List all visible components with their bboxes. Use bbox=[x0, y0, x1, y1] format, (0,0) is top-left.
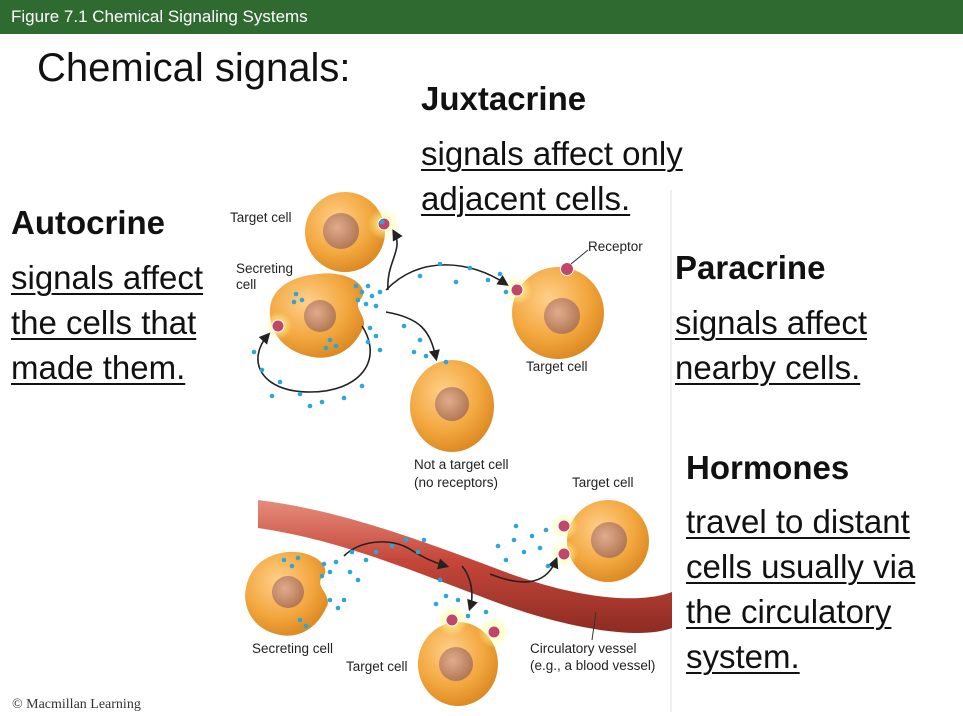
arrow-to-target-hormone bbox=[489, 556, 559, 583]
label-vessel-1: Circulatory vessel bbox=[530, 641, 637, 656]
page-heading: Chemical signals: bbox=[37, 46, 351, 90]
receptor-pointer bbox=[570, 249, 589, 265]
label-vessel-2: (e.g., a blood vessel) bbox=[530, 658, 655, 673]
desc-hormones-line: travel to distant bbox=[686, 503, 910, 540]
desc-hormones-line: system. bbox=[686, 638, 800, 675]
secreting-cell-top bbox=[269, 273, 365, 358]
desc-hormones-line: cells usually via bbox=[686, 548, 916, 585]
desc-hormones-line: the circulatory bbox=[686, 593, 892, 630]
label-target-cell-right: Target cell bbox=[526, 359, 588, 374]
arrow-juxtacrine bbox=[387, 229, 403, 291]
term-autocrine: Autocrine bbox=[11, 204, 166, 241]
desc-autocrine: signals affect the cells that made them. bbox=[11, 255, 203, 390]
figure-title-bar: Figure 7.1 Chemical Signaling Systems bbox=[0, 0, 963, 34]
term-paracrine: Paracrine bbox=[675, 249, 826, 286]
desc-juxtacrine-line: adjacent cells. bbox=[421, 180, 631, 217]
signal-molecules-bottom bbox=[281, 523, 551, 629]
figure-title: Figure 7.1 Chemical Signaling Systems bbox=[11, 7, 308, 26]
label-secreting-cell-bottom: Secreting cell bbox=[252, 641, 333, 656]
target-cell-paracrine bbox=[502, 262, 604, 359]
arrow-to-target-bottom bbox=[461, 565, 478, 612]
receptor-glow-top bbox=[368, 208, 400, 240]
desc-hormones: travel to distant cells usually via the … bbox=[686, 499, 915, 679]
desc-juxtacrine: signals affect only adjacent cells. bbox=[421, 131, 683, 221]
desc-autocrine-line: signals affect bbox=[11, 259, 204, 296]
desc-paracrine-line: signals affect bbox=[675, 304, 868, 341]
label-secreting-2: cell bbox=[236, 277, 256, 292]
term-hormones: Hormones bbox=[686, 449, 850, 486]
copyright-credit: © Macmillan Learning bbox=[12, 697, 141, 712]
arrow-into-vessel bbox=[343, 541, 450, 570]
desc-autocrine-line: made them. bbox=[11, 349, 186, 386]
label-target-cell-hormone: Target cell bbox=[572, 475, 634, 490]
label-receptor: Receptor bbox=[588, 239, 643, 254]
arrow-non-target bbox=[385, 311, 440, 362]
label-not-target-2: (no receptors) bbox=[414, 475, 498, 490]
label-target-cell-bottom: Target cell bbox=[346, 659, 408, 674]
desc-juxtacrine-line: signals affect only bbox=[421, 135, 683, 172]
desc-autocrine-line: the cells that bbox=[11, 304, 197, 341]
desc-paracrine-line: nearby cells. bbox=[675, 349, 861, 386]
term-juxtacrine: Juxtacrine bbox=[421, 80, 587, 117]
desc-paracrine: signals affect nearby cells. bbox=[675, 300, 867, 390]
arrow-paracrine bbox=[385, 264, 509, 291]
signal-molecules-top bbox=[251, 261, 509, 409]
non-target-cell bbox=[410, 360, 494, 452]
secreting-cell-bottom bbox=[245, 551, 328, 636]
label-not-target-1: Not a target cell bbox=[414, 457, 509, 472]
label-secreting-1: Secreting bbox=[236, 261, 293, 276]
circulatory-vessel bbox=[258, 500, 672, 633]
label-target-cell-top: Target cell bbox=[230, 210, 292, 225]
vessel-pointer bbox=[591, 611, 597, 641]
target-cell-hormone bbox=[550, 500, 649, 582]
receptor-autocrine bbox=[264, 312, 292, 340]
target-cell-bottom bbox=[418, 604, 510, 706]
arrow-autocrine bbox=[257, 325, 371, 393]
target-cell-top bbox=[305, 192, 385, 272]
